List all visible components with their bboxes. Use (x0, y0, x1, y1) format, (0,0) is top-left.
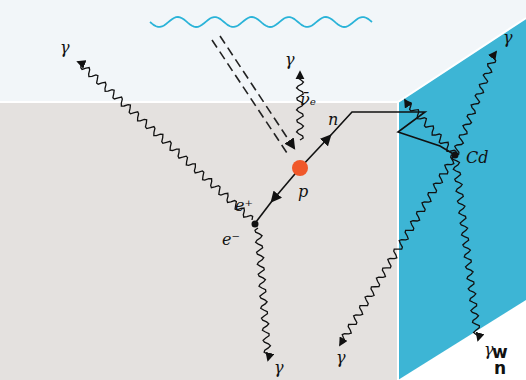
photon-label: γ (274, 360, 284, 376)
antineutrino-path (212, 40, 289, 156)
photon-label: γ (503, 30, 513, 46)
tank-edge (397, 102, 399, 380)
photon-wave (405, 100, 456, 155)
photon-label: γ (285, 52, 295, 68)
photon-wave (78, 62, 253, 220)
cut-text: n (494, 360, 506, 377)
photon-label: γ (60, 40, 70, 56)
particle-label: e⁻ (222, 232, 240, 248)
positron-path (256, 201, 272, 222)
particle-label: Cd (466, 150, 488, 166)
photon-paths (78, 17, 496, 360)
antineutrino-path (220, 36, 294, 148)
water-surface (150, 17, 372, 27)
annihilation-point (252, 221, 259, 228)
tank-front-face (0, 102, 398, 380)
tank-side-face (398, 18, 526, 380)
capture-point (452, 152, 459, 159)
particle-label: e⁺ (235, 198, 253, 214)
photon-wave (452, 155, 479, 340)
particle-label: ν̄ₑ (300, 92, 316, 108)
particle-label: p (298, 184, 308, 200)
photon-wave (455, 52, 496, 155)
neutron-path (330, 112, 455, 155)
photon-label: γ (336, 350, 346, 366)
proton-dot (292, 160, 308, 176)
photon-wave (255, 228, 270, 360)
cut-text: w (492, 344, 508, 361)
particle-label: n (328, 112, 338, 128)
photon-wave (340, 155, 455, 345)
tank-edge (0, 18, 526, 102)
